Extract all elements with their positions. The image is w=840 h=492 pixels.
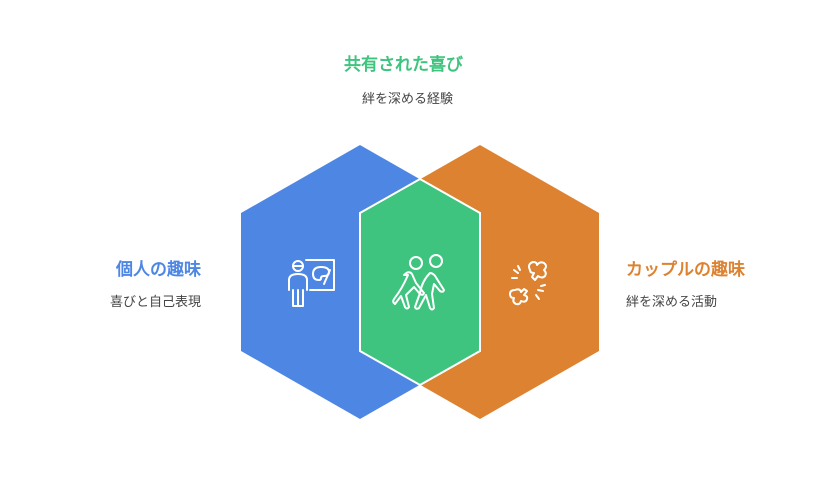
shared-joy-title: 共有された喜び bbox=[344, 55, 463, 75]
artist-palette-icon bbox=[288, 259, 335, 307]
couple-hobby-title: カップルの趣味 bbox=[626, 260, 745, 280]
individual-hobby-title: 個人の趣味 bbox=[116, 260, 201, 280]
couple-hobby-subtitle: 絆を深める活動 bbox=[626, 295, 718, 310]
individual-hobby-subtitle: 喜びと自己表現 bbox=[110, 295, 202, 310]
shared-hexagon bbox=[359, 177, 481, 387]
shared-joy-subtitle: 絆を深める経験 bbox=[362, 92, 454, 107]
broken-bone-icon bbox=[509, 261, 547, 306]
walking-couple-icon bbox=[392, 254, 445, 311]
